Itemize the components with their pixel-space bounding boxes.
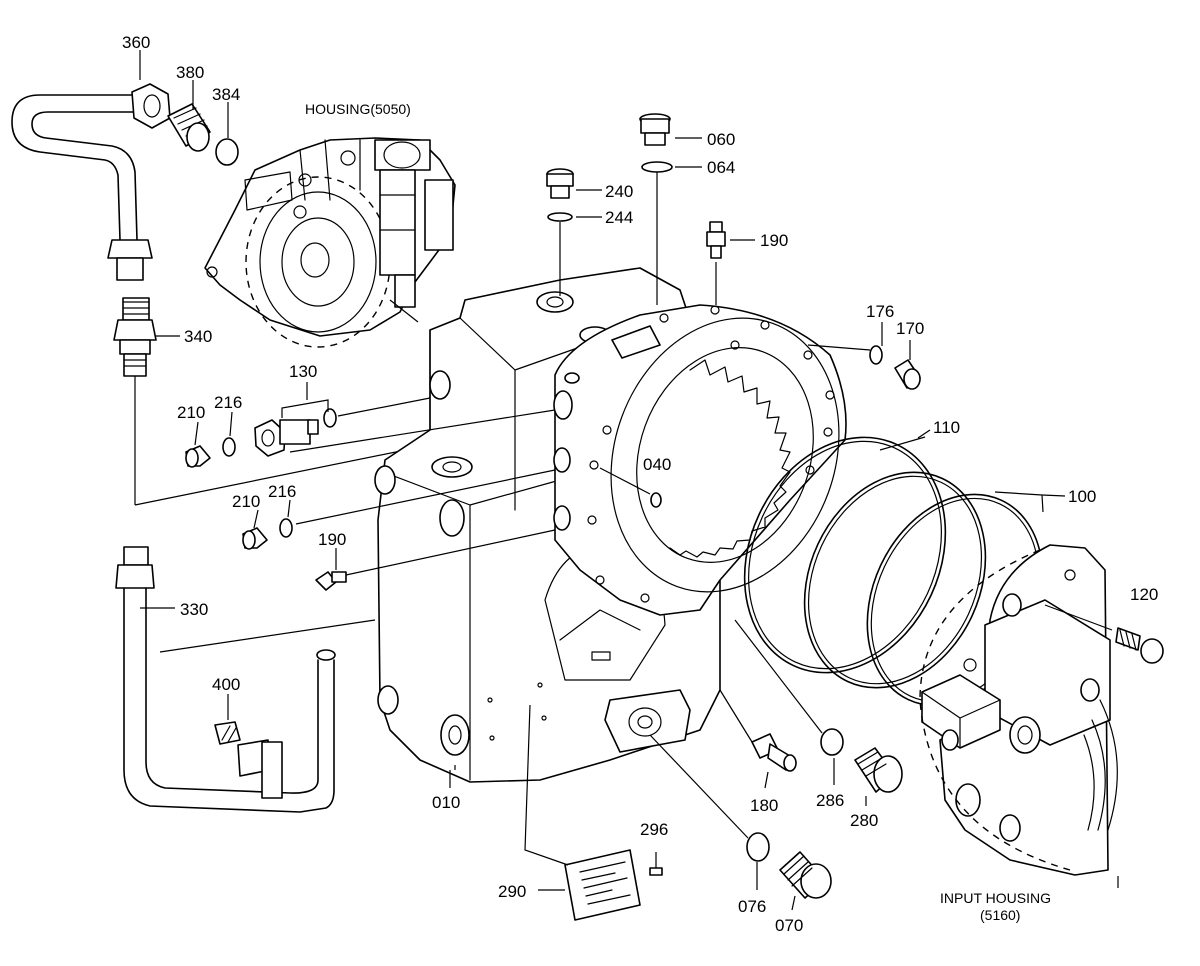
callout-110: 110 [933,418,960,437]
callout-120: 120 [1130,585,1158,604]
callout-064: 064 [707,158,735,177]
plug-210-lower [242,527,268,550]
callout-216-upper: 216 [214,393,242,412]
plug-280 [854,747,903,793]
banjo-bolt-130 [254,419,319,457]
oring-076 [746,832,770,862]
callout-210-upper: 210 [177,403,205,422]
oring-384 [215,138,239,166]
fitting-360-nut [131,83,171,129]
rivet-296 [649,867,663,876]
plug-060 [639,113,671,146]
callout-290: 290 [498,882,526,901]
bleeder-190-upper [706,221,726,259]
pipe-360 [11,94,153,281]
callout-100: 100 [1068,487,1096,506]
oring-130-side [323,408,337,428]
oring-040 [650,492,662,508]
callout-060: 060 [707,130,735,149]
plug-210-upper [185,445,211,468]
bolt-120 [1115,627,1164,664]
housing-5050 [204,137,456,348]
callout-010: 010 [432,793,460,812]
oring-064 [641,161,673,173]
callout-176: 176 [866,302,894,321]
callout-330: 330 [180,600,208,619]
callout-180: 180 [750,796,778,815]
callout-340: 340 [184,327,212,346]
ring-gear-flange [553,304,847,616]
callout-240: 240 [605,182,633,201]
input-housing-label-line1: INPUT HOUSING [940,890,1051,906]
callout-130: 130 [289,362,317,381]
callout-296: 296 [640,820,668,839]
callout-190-lower: 190 [318,530,346,549]
plug-170 [894,359,921,390]
callout-170: 170 [896,319,924,338]
callout-280: 280 [850,811,878,830]
oring-286 [820,728,844,756]
input-housing-5160 [919,544,1119,888]
callout-216-lower: 216 [268,482,296,501]
callout-076: 076 [738,897,766,916]
callout-384: 384 [212,85,240,104]
plug-070 [779,851,832,899]
oring-244 [547,212,573,222]
callout-190-upper: 190 [760,231,788,250]
callout-244: 244 [605,208,633,227]
oring-176 [869,345,883,365]
callout-380: 380 [176,63,204,82]
housing-5050-label: HOUSING(5050) [305,101,411,117]
seal-110 [743,436,947,674]
callout-210-lower: 210 [232,492,260,511]
nameplate-290 [564,849,641,921]
oring-216-upper [222,437,236,457]
callout-286: 286 [816,791,844,810]
oring-216-lower [279,518,293,538]
callout-070: 070 [775,916,803,935]
plug-240 [546,168,574,199]
fitting-340 [113,297,431,506]
fitting-380 [167,103,211,152]
input-housing-label-line2: (5160) [980,907,1020,923]
callout-400: 400 [212,675,240,694]
pipe-330 [115,546,336,813]
bracket-400 [214,721,283,799]
bleeder-180 [751,733,797,772]
callout-360: 360 [122,33,150,52]
bleeder-190-lower [315,571,347,591]
callout-040: 040 [643,455,671,474]
